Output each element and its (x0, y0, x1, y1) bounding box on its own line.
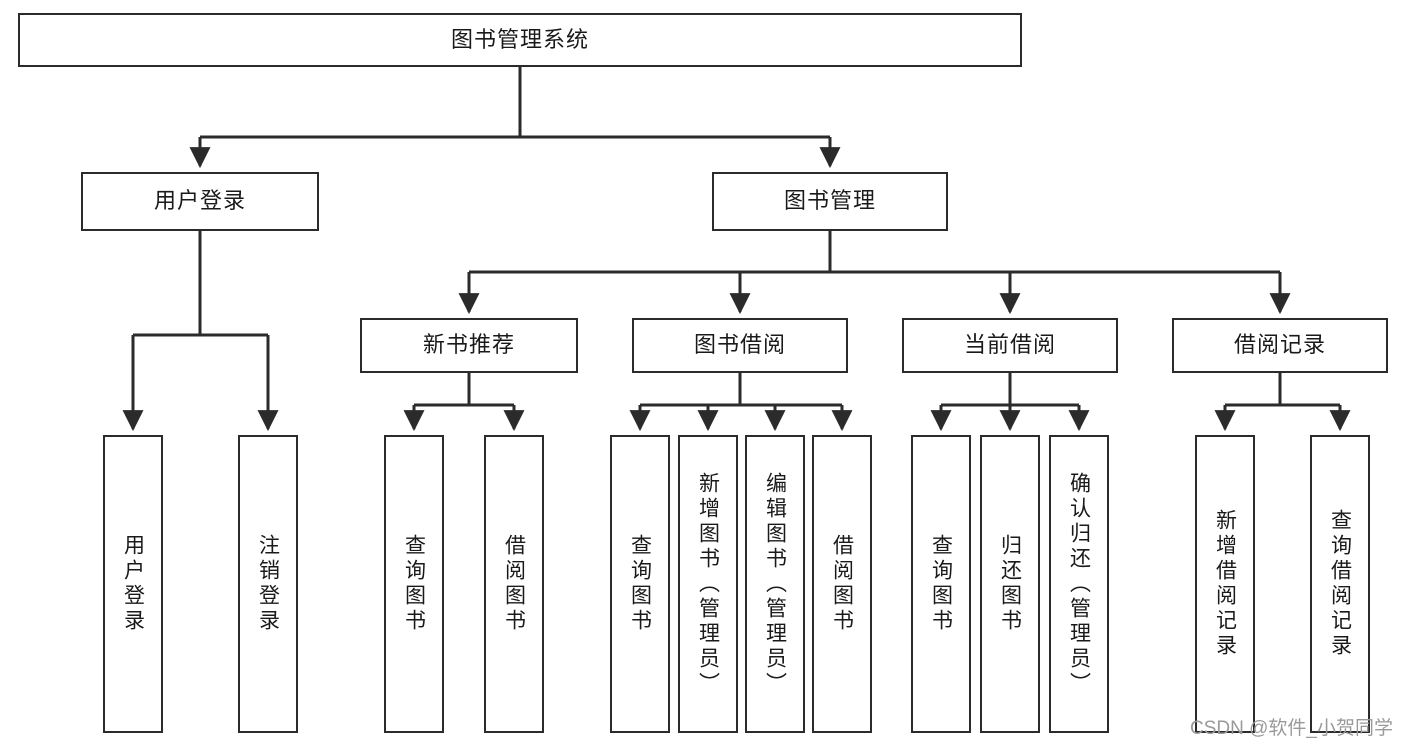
node-leaf-borrow-book-1[interactable]: 借阅图书 (484, 435, 544, 733)
node-leaf-add-book[interactable]: 新增图书（管理员） (678, 435, 738, 733)
node-leaf-add-book-label: 新增图书（管理员） (696, 471, 720, 697)
node-leaf-return-book-label: 归还图书 (998, 534, 1022, 634)
node-leaf-query-book-2-label: 查询图书 (628, 534, 652, 634)
node-borrow-record-label: 借阅记录 (1233, 332, 1326, 358)
node-leaf-edit-book[interactable]: 编辑图书（管理员） (745, 435, 805, 733)
node-leaf-return-book[interactable]: 归还图书 (980, 435, 1040, 733)
node-book-management[interactable]: 图书管理 (712, 172, 948, 231)
node-book-borrow-label: 图书借阅 (693, 332, 786, 358)
node-leaf-borrow-book-1-label: 借阅图书 (502, 534, 526, 634)
node-leaf-confirm-return-label: 确认归还（管理员） (1067, 471, 1091, 697)
node-leaf-query-record[interactable]: 查询借阅记录 (1310, 435, 1370, 733)
node-leaf-query-book-1[interactable]: 查询图书 (384, 435, 444, 733)
node-new-book-recommend-label: 新书推荐 (422, 332, 515, 358)
node-leaf-query-book-3[interactable]: 查询图书 (911, 435, 971, 733)
node-current-borrow[interactable]: 当前借阅 (902, 318, 1118, 373)
node-root[interactable]: 图书管理系统 (18, 13, 1022, 67)
node-leaf-borrow-book-2-label: 借阅图书 (830, 534, 854, 634)
node-user-login-label: 用户登录 (153, 188, 246, 214)
node-leaf-confirm-return[interactable]: 确认归还（管理员） (1049, 435, 1109, 733)
node-leaf-add-record[interactable]: 新增借阅记录 (1195, 435, 1255, 733)
node-leaf-add-record-label: 新增借阅记录 (1213, 509, 1237, 659)
node-current-borrow-label: 当前借阅 (963, 332, 1056, 358)
node-user-login[interactable]: 用户登录 (81, 172, 319, 231)
watermark-text: CSDN @软件_小贺同学 (1190, 718, 1393, 739)
node-leaf-user-login-label: 用户登录 (121, 534, 145, 634)
node-leaf-borrow-book-2[interactable]: 借阅图书 (812, 435, 872, 733)
node-new-book-recommend[interactable]: 新书推荐 (360, 318, 578, 373)
node-root-label: 图书管理系统 (450, 26, 589, 52)
node-leaf-logout[interactable]: 注销登录 (238, 435, 298, 733)
node-book-management-label: 图书管理 (783, 188, 876, 214)
node-borrow-record[interactable]: 借阅记录 (1172, 318, 1388, 373)
node-leaf-edit-book-label: 编辑图书（管理员） (763, 471, 787, 697)
node-book-borrow[interactable]: 图书借阅 (632, 318, 848, 373)
node-leaf-query-record-label: 查询借阅记录 (1328, 509, 1352, 659)
node-leaf-query-book-2[interactable]: 查询图书 (610, 435, 670, 733)
node-leaf-logout-label: 注销登录 (256, 534, 280, 634)
node-leaf-user-login[interactable]: 用户登录 (103, 435, 163, 733)
node-leaf-query-book-1-label: 查询图书 (402, 534, 426, 634)
node-leaf-query-book-3-label: 查询图书 (929, 534, 953, 634)
